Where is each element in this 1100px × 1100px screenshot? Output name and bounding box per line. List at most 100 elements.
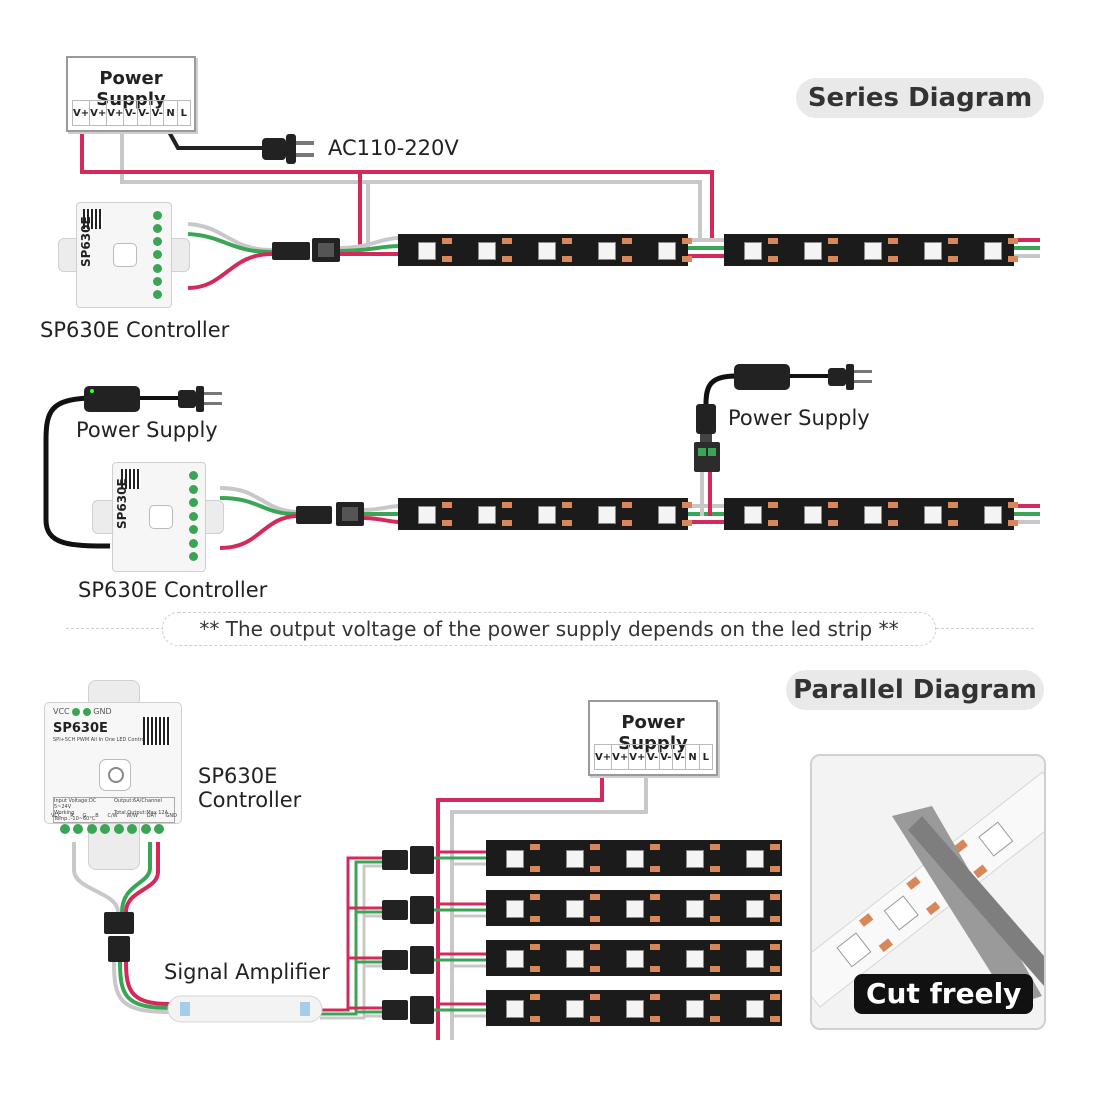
solder-pad [682, 502, 692, 508]
led-chip [804, 242, 822, 260]
led-chip [566, 900, 584, 918]
solder-pad [530, 916, 540, 922]
led-chip [744, 242, 762, 260]
solder-pad [622, 502, 632, 508]
controller-body: VCC GND SP630E SPI+5CH PWM All In One LE… [44, 702, 182, 824]
terminal: V- [123, 100, 138, 126]
solder-pad [590, 866, 600, 872]
cut-freely-panel: Cut freely [810, 754, 1046, 1030]
inject-plug-icon [828, 364, 872, 390]
solder-pad [770, 916, 780, 922]
solder-pad [682, 256, 692, 262]
solder-pad [948, 520, 958, 526]
terminal: V- [136, 100, 152, 126]
led-chip [658, 242, 676, 260]
led-chip [746, 850, 764, 868]
terminal: V+ [611, 744, 630, 770]
led-chip [746, 900, 764, 918]
solder-pad [590, 1016, 600, 1022]
solder-pad [590, 916, 600, 922]
series2-controller: SP630E [92, 462, 224, 572]
led-chip [626, 850, 644, 868]
led-chip [538, 242, 556, 260]
solder-pad [530, 1016, 540, 1022]
solder-pad [770, 944, 780, 950]
led-chip [658, 506, 676, 524]
power-button-icon [99, 759, 131, 791]
signal-amplifier-label: Signal Amplifier [164, 960, 330, 984]
solder-pad [768, 256, 778, 262]
led-chip [686, 850, 704, 868]
terminal: V- [672, 744, 687, 770]
led-chip [506, 850, 524, 868]
led-chip [598, 506, 616, 524]
terminal: L [176, 100, 192, 126]
solder-pad [682, 520, 692, 526]
solder-pad [562, 238, 572, 244]
adapter-plug-icon [178, 386, 222, 412]
led-chip [506, 1000, 524, 1018]
solder-pad [710, 944, 720, 950]
pin-row [60, 824, 164, 834]
terminal: N [163, 100, 178, 126]
led-chip [538, 506, 556, 524]
solder-pad [590, 966, 600, 972]
solder-pad [1008, 520, 1018, 526]
led-chip [418, 506, 436, 524]
led-chip [984, 242, 1002, 260]
parallel-controller: VCC GND SP630E SPI+5CH PWM All In One LE… [44, 680, 182, 870]
led-strip [486, 990, 782, 1026]
terminal: V- [645, 744, 660, 770]
solder-pad [888, 520, 898, 526]
solder-pad [530, 944, 540, 950]
solder-pad [1008, 256, 1018, 262]
solder-pad [590, 944, 600, 950]
solder-pad [768, 238, 778, 244]
solder-pad [770, 844, 780, 850]
solder-pad [1008, 502, 1018, 508]
qr-code-icon [121, 469, 141, 489]
solder-pad [888, 502, 898, 508]
terminal: V+ [72, 100, 91, 126]
solder-pad [530, 866, 540, 872]
series-red-wire [80, 130, 714, 240]
led-chip [746, 950, 764, 968]
terminal: L [698, 744, 714, 770]
led-strip [724, 498, 1018, 530]
led-chip [686, 1000, 704, 1018]
solder-pad [502, 238, 512, 244]
controller-brand: SP630E [53, 721, 108, 736]
led-strip [486, 890, 782, 926]
solder-pad [770, 966, 780, 972]
series-controller-label: SP630E Controller [40, 318, 230, 342]
controller-brand: SP630E [79, 216, 93, 267]
ac-cable [166, 129, 268, 150]
led-chip [864, 242, 882, 260]
terminal: V+ [89, 100, 108, 126]
led-strip [486, 840, 782, 876]
led-chip [746, 1000, 764, 1018]
parallel-branches [438, 850, 490, 1018]
solder-pad [828, 238, 838, 244]
solder-pad [710, 866, 720, 872]
controller-body: SP630E [76, 202, 172, 308]
series-diagram-title: Series Diagram [796, 78, 1044, 118]
series2-connector [296, 502, 364, 526]
cut-freely-label: Cut freely [854, 974, 1034, 1014]
solder-pad [888, 238, 898, 244]
series-controller: SP630E [58, 202, 190, 308]
solder-pad [770, 1016, 780, 1022]
solder-pad [682, 238, 692, 244]
solder-pad [530, 994, 540, 1000]
solder-pad [502, 256, 512, 262]
solder-pad [710, 844, 720, 850]
led-chip [744, 506, 762, 524]
solder-pad [530, 844, 540, 850]
solder-pad [650, 916, 660, 922]
top-pin-vcc: VCC [53, 707, 70, 716]
top-pin-gnd: GND [93, 707, 112, 716]
parallel-controller-label: SP630E Controller [198, 764, 302, 812]
